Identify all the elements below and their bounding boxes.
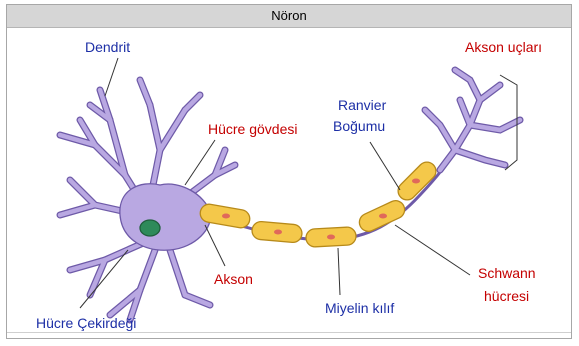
label-schwann: Schwann [478,265,536,281]
label-bogumu: Boğumu [333,118,385,134]
neuron-cell [60,80,235,320]
axon-terminals [425,70,520,170]
cell-nucleus [140,220,160,236]
label-hucre-govdesi: Hücre gövdesi [208,121,298,137]
myelin-sheath [199,158,440,247]
cell-body [120,184,211,250]
label-hucresi: hücresi [484,288,529,304]
label-hucre-cekirdegi: Hücre Çekirdeği [36,315,136,331]
label-miyelin-kilif: Miyelin kılıf [325,300,394,316]
label-ranvier: Ranvier [338,97,387,113]
label-dendrit: Dendrit [85,39,130,55]
label-akson: Akson [214,271,253,287]
label-akson-uclari: Akson uçları [465,39,542,55]
